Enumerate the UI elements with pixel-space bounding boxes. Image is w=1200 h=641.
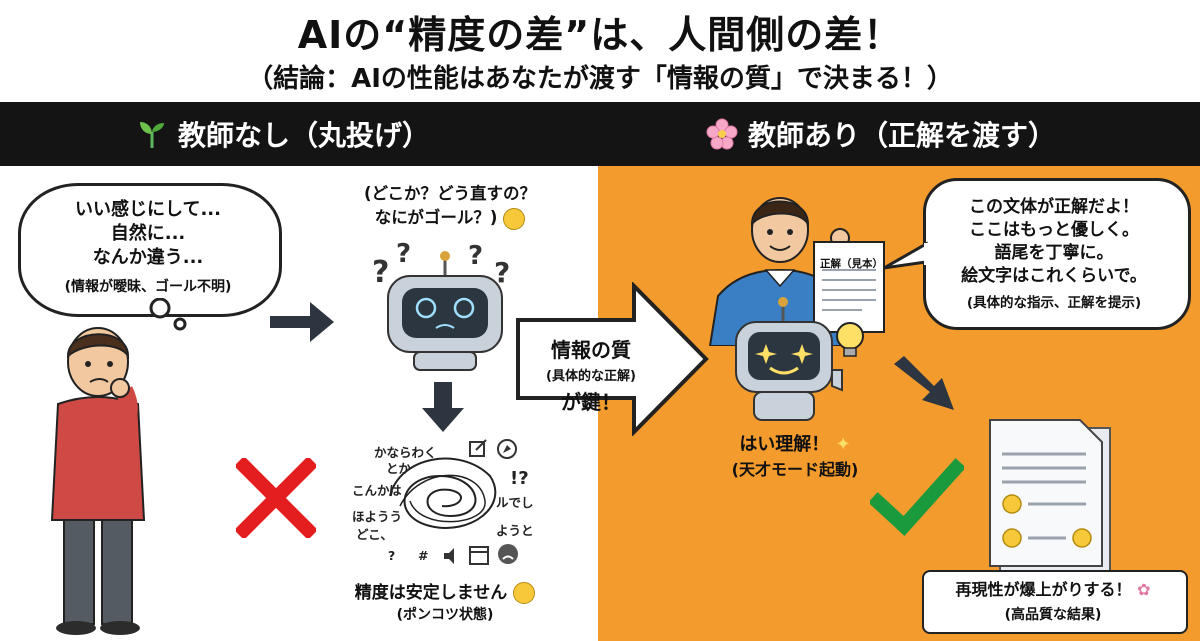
halo-face-icon (513, 582, 536, 604)
speech-line: 語尾を丁寧に。 (994, 243, 1114, 263)
speech-bubble (923, 178, 1191, 330)
document-label: 正解（見本） (820, 258, 883, 270)
thought-dots (149, 298, 187, 331)
left-result: 精度は安定しません (300, 578, 590, 604)
page-title: AIの“精度の差”は、人間側の差！ (297, 13, 903, 57)
right-result-box (922, 570, 1188, 634)
left-result-text: 精度は安定しません (354, 583, 508, 603)
sad-face-icon (498, 544, 518, 564)
left-result-note: (ポンコツ状態) (396, 607, 494, 623)
right-result-text: 再現性が爆上がりする！ (955, 580, 1132, 599)
scribble-mess-icon (389, 457, 497, 529)
robot-question-line: なにがゴール？) (320, 206, 580, 230)
confused-person-illustration (50, 327, 146, 635)
robot-reply: はい理解！ ✦ (700, 430, 890, 456)
right-result: 再現性が爆上がりする！ ✿ (924, 576, 1182, 600)
speech-note: (具体的な指示、正解を提示) (966, 295, 1142, 311)
middle-key2: が鍵！ (561, 390, 621, 414)
sparkle-icon: ✦ (835, 434, 851, 455)
middle-sub: (具体的な正解) (546, 369, 636, 384)
cross-mark-icon (236, 458, 316, 538)
noise-word: どこ、 (356, 527, 393, 542)
compass-icon (497, 439, 517, 459)
section-header-band (0, 102, 1200, 166)
example-document-icon (813, 241, 885, 333)
noise-word: ルでし (496, 495, 534, 510)
edit-icon (469, 439, 487, 457)
noise-text-area: かならわく とか こんかは ルでし ほようう どこ、 ようと !? ? # (346, 436, 586, 570)
confused-robot-illustration: ? ? ? ? (372, 242, 510, 371)
robot-question-text: なにがゴール？) (374, 208, 498, 227)
right-section-label: 教師あり（正解を渡す） (748, 119, 1057, 152)
robot-reply-text: はい理解！ (739, 434, 830, 455)
output-document-icon (989, 419, 1111, 573)
arrow-diagonal-icon (894, 356, 954, 410)
noise-word: ようと (496, 523, 534, 538)
middle-message: 情報の質 (具体的な正解) が鍵！ (526, 334, 656, 415)
arrow-right-icon (270, 302, 334, 342)
speech-line: ここはもっと優しく。 (969, 220, 1139, 240)
middle-key: 情報の質 (551, 338, 631, 362)
svg-text:?: ? (372, 255, 389, 290)
page-subtitle: （結論：AIの性能はあなたが渡す「情報の質」で決まる！） (247, 64, 953, 94)
sprout-icon (140, 122, 164, 148)
noise-word: ほようう (352, 509, 403, 524)
speaker-icon (444, 548, 454, 564)
thought-note: (情報が曖昧、ゴール不明) (64, 279, 232, 295)
left-section-header: 教師なし（丸投げ） (136, 112, 430, 156)
thought-line: なんか違う... (92, 247, 204, 268)
svg-text:?: ? (396, 242, 411, 269)
calendar-icon (469, 546, 489, 565)
noise-word: # (418, 548, 429, 563)
robot-question: (どこか？どう直すの？ なにがゴール？) (320, 182, 580, 230)
noise-word: かならわく (374, 445, 437, 460)
cherry-blossom-icon: ✿ (1137, 580, 1151, 599)
noise-word: !? (510, 468, 529, 489)
halo-face-icon (503, 207, 526, 230)
thought-text: いい感じにして... 自然に... なんか違う... (22, 198, 274, 270)
arrow-down-icon (422, 382, 464, 432)
happy-robot-illustration (735, 297, 843, 421)
robot-question-line: (どこか？どう直すの？ (363, 184, 537, 203)
noise-word: とか (386, 461, 412, 476)
thought-cloud (18, 183, 282, 317)
robot-reply-note: (天才モード起動) (731, 460, 859, 479)
big-arrow-right-icon (516, 282, 709, 436)
speech-line: この文体が正解だよ！ (969, 197, 1139, 217)
svg-text:?: ? (494, 256, 510, 289)
check-mark-icon (870, 458, 964, 536)
thought-line: いい感じにして... (75, 199, 221, 220)
thought-line: 自然に... (110, 223, 186, 244)
left-section-label: 教師なし（丸投げ） (178, 119, 431, 152)
right-section-header: 教師あり（正解を渡す） (706, 112, 1056, 156)
noise-word: こんかは (352, 483, 402, 498)
lightbulb-icon (836, 322, 864, 357)
cherry-blossom-icon (706, 118, 738, 150)
right-result-note: (高品質な結果) (1004, 607, 1102, 623)
speech-text: この文体が正解だよ！ ここはもっと優しく。 語尾を丁寧に。 絵文字はこれくらいで… (928, 196, 1180, 288)
speech-bubble-tail (883, 241, 930, 270)
speech-line: 絵文字はこれくらいで。 (961, 266, 1147, 286)
svg-text:?: ? (468, 242, 483, 271)
noise-word: ? (388, 548, 396, 563)
